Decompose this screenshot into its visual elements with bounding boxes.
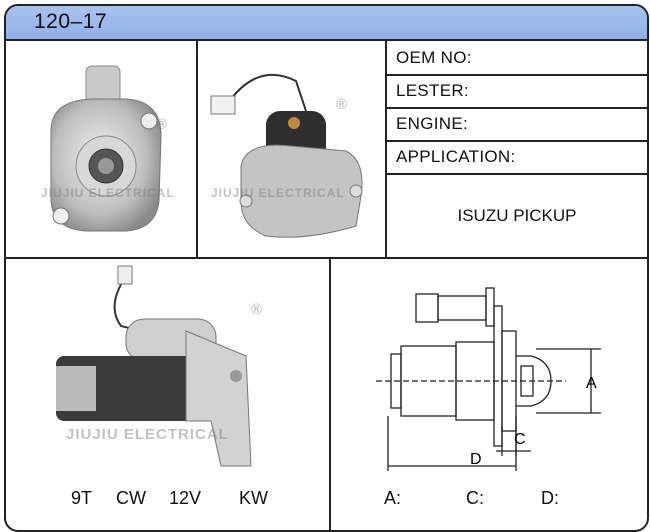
starter-angle-photo [210,73,363,238]
dimension-diagram: A C D [376,287,601,471]
starter-front-photo [50,65,162,232]
divider-v3 [329,257,331,530]
dim-c-label: C: [466,488,484,508]
starter-side-photo [56,265,252,467]
spec-voltage: 12V [169,488,202,508]
diagram-label-a: A [586,375,597,392]
row-divider [387,140,647,142]
part-code: 120–17 [34,10,108,33]
watermark-mark-1: ® [156,116,169,133]
dim-d-label: D: [541,488,559,508]
application-value: ISUZU PICKUP [457,206,577,225]
spec-power: KW [239,488,268,508]
row-divider [387,107,647,109]
watermark-1: JIUJIU ELECTRICAL [41,186,175,200]
watermark-mark-3: ® [251,301,264,318]
engine-label: ENGINE: [396,114,469,133]
spec-teeth: 9T [71,488,93,508]
divider-v2 [385,41,387,257]
lester-label: LESTER: [396,81,469,100]
watermark-2: JIUJIU ELECTRICAL [211,186,345,200]
oem-label: OEM NO: [396,48,472,67]
spec-rotation: CW [116,488,146,508]
product-sheet: 120–17 OEM NO: LESTER: ENGINE: APPLICATI… [4,4,649,532]
diagram-label-d: D [470,451,482,468]
row-divider [387,74,647,76]
divider-h-mid [6,257,647,259]
watermark-3: JIUJIU ELECTRICAL [66,426,229,443]
row-divider [387,173,647,175]
diagram-label-c: C [514,431,526,448]
dim-a-label: A: [384,488,402,508]
sheet-header: 120–17 [6,6,647,41]
divider-v1 [196,41,198,257]
application-label: APPLICATION: [396,147,516,166]
watermark-mark-2: ® [336,96,349,113]
